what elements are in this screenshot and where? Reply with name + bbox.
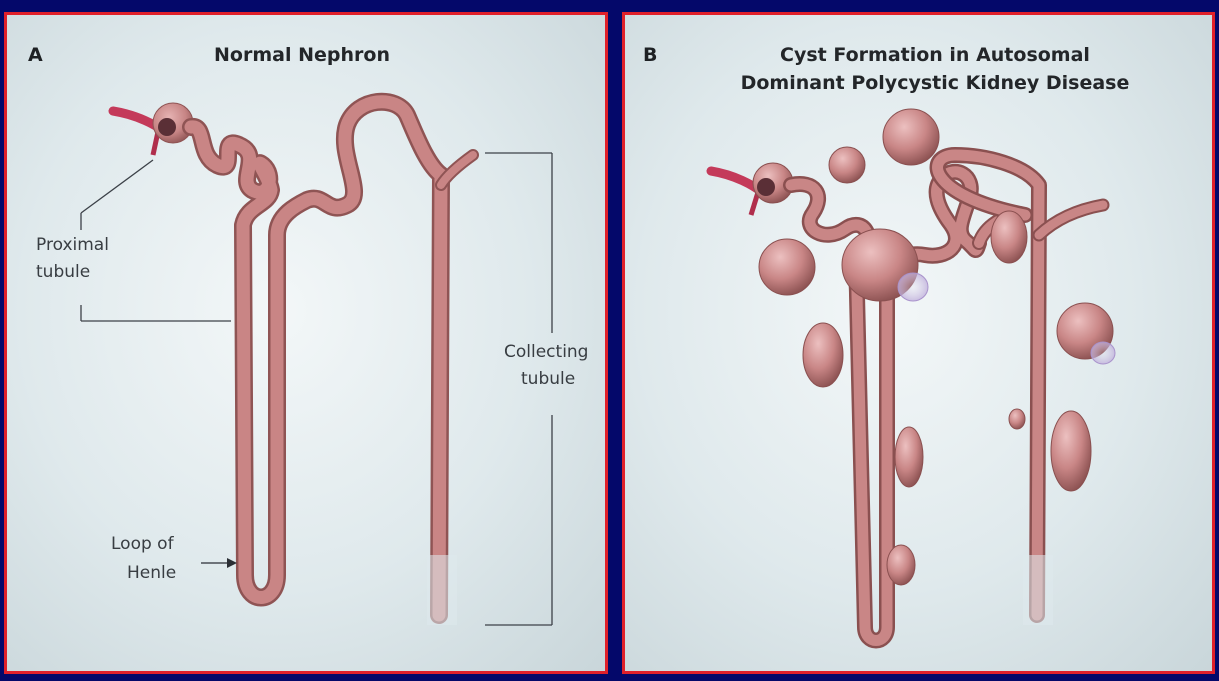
panel-letter-b: B [643, 44, 657, 66]
cyst [829, 147, 865, 183]
label-loop-of: Loop of [111, 532, 174, 556]
cyst [1009, 409, 1025, 429]
nephron-tubule [791, 155, 1103, 641]
panel-cyst-formation: B Cyst Formation in Autosomal Dominant P… [622, 12, 1215, 674]
label-henle: Henle [127, 561, 176, 585]
loop-of-henle-arrow [201, 558, 237, 568]
panel-b-title: Cyst Formation in Autosomal Dominant Pol… [685, 41, 1185, 97]
cyst [1051, 411, 1091, 491]
cyst [803, 323, 843, 387]
panel-b-title-line1: Cyst Formation in Autosomal [685, 41, 1185, 69]
panel-letter-a: A [28, 44, 43, 66]
cyst [887, 545, 915, 585]
label-collecting-tubule: tubule [521, 367, 575, 391]
panel-a-title: Normal Nephron [177, 41, 427, 69]
cyst [883, 109, 939, 165]
cyst-translucent [898, 273, 928, 301]
label-collecting: Collecting [504, 340, 588, 364]
panel-b-title-line2: Dominant Polycystic Kidney Disease [685, 69, 1185, 97]
nephron-tubule [191, 102, 473, 615]
cyst [895, 427, 923, 487]
cyst [991, 211, 1027, 263]
label-proximal: Proximal [36, 233, 109, 257]
cyst [759, 239, 815, 295]
polycystic-nephron-illustration [625, 15, 1215, 674]
cyst-translucent [1091, 342, 1115, 364]
panel-normal-nephron: A Normal Nephron Proximal tubule Collect… [4, 12, 608, 674]
label-tubule: tubule [36, 260, 90, 284]
